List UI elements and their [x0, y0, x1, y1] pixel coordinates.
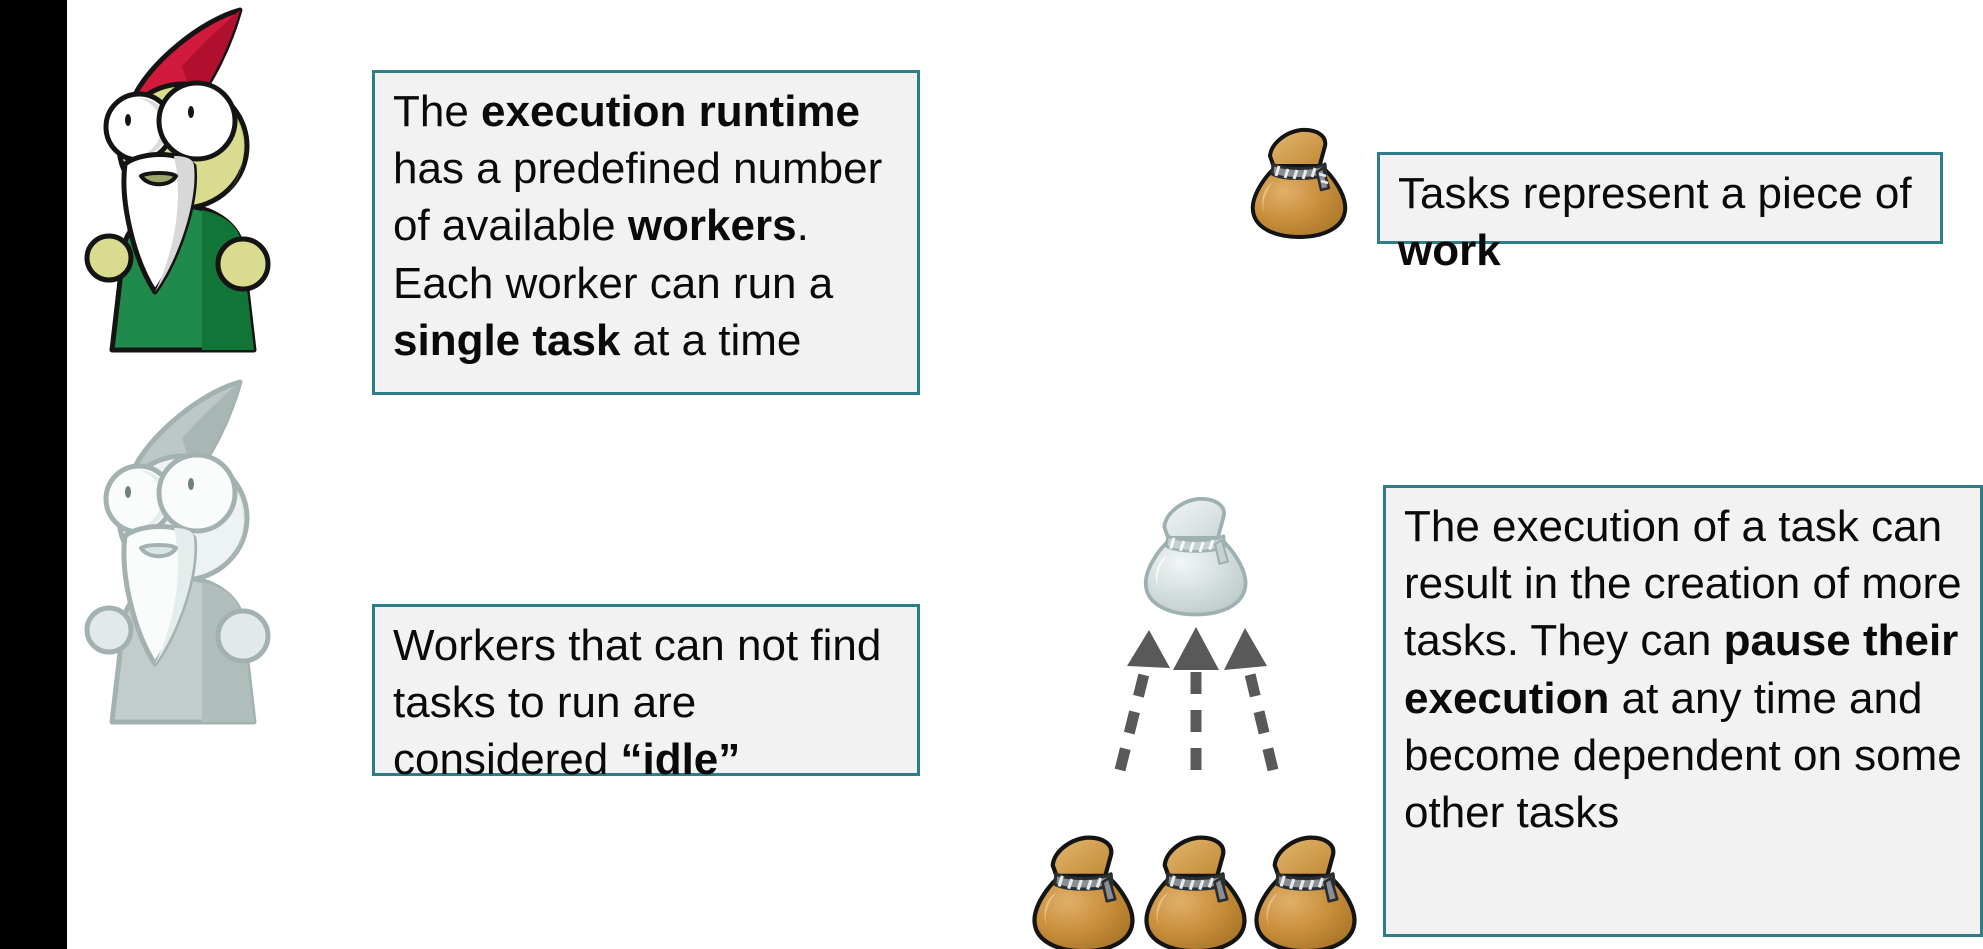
tasks-represent-work-callout: Tasks represent a piece of work: [1377, 152, 1943, 275]
arrowhead-right: [1224, 628, 1267, 670]
emphasis-text: “idle”: [620, 735, 741, 785]
arrowhead-left: [1127, 630, 1170, 668]
task-bag-gold-icon: [1241, 118, 1359, 240]
gnome-worker-active-icon: [62, 6, 282, 356]
child-task-bag-1: [1032, 835, 1135, 949]
body-text: Workers that can not find tasks to run a…: [393, 621, 882, 785]
task-dependency-diagram: [1020, 470, 1360, 949]
body-text: at any time and become dependent on some…: [1404, 673, 1962, 837]
dependency-arrow-right: [1242, 664, 1279, 772]
gnome-worker-idle-icon: [62, 378, 282, 728]
body-text: The: [393, 87, 482, 136]
emphasis-text: pause their execution: [1404, 616, 1959, 723]
arrowhead-center: [1173, 627, 1219, 670]
body-text: at a time: [620, 315, 802, 365]
body-text: The execution of a task can result in th…: [1404, 502, 1962, 666]
execution-runtime-callout: The execution runtime has a predefined n…: [372, 70, 920, 395]
child-task-bag-2: [1144, 835, 1247, 949]
child-task-bag-3: [1254, 835, 1357, 949]
emphasis-text: work: [1398, 226, 1501, 276]
emphasis-text: single task: [393, 315, 621, 365]
left-black-bar: [0, 0, 67, 949]
emphasis-text: workers: [627, 201, 797, 251]
body-text: has a predefined number of available: [393, 144, 883, 251]
body-text: Tasks represent a piece of: [1398, 169, 1912, 218]
emphasis-text: execution runtime: [481, 87, 861, 136]
dependency-arrow-left: [1114, 664, 1152, 772]
body-text: . Each worker can run a: [393, 201, 834, 308]
task-execution-callout: The execution of a task can result in th…: [1383, 485, 1983, 937]
task-bag-parent-grey-icon: [1144, 497, 1248, 617]
idle-workers-callout: Workers that can not find tasks to run a…: [372, 604, 920, 784]
